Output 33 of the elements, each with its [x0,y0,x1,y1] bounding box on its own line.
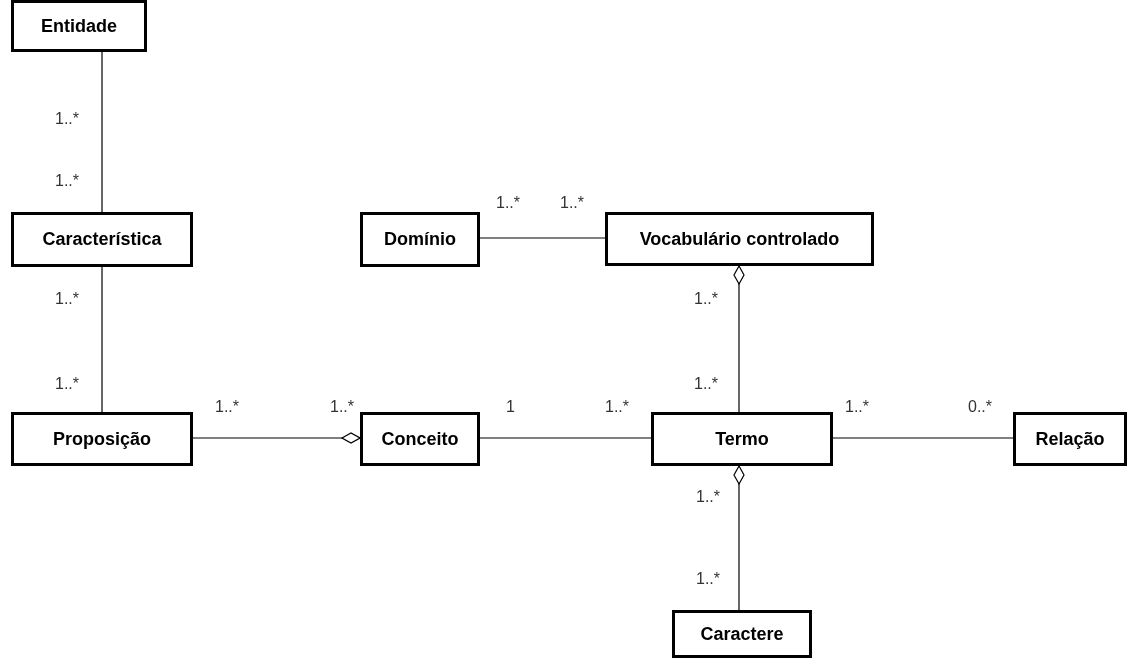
multiplicity-label: 1..* [560,194,584,212]
multiplicity-label: 1..* [55,110,79,128]
class-box: Proposição [11,412,193,466]
multiplicity-label: 1..* [55,290,79,308]
multiplicity-label: 1..* [605,398,629,416]
multiplicity-label: 1..* [55,172,79,190]
association-line [101,266,103,413]
multiplicity-label: 1..* [215,398,239,416]
aggregation-line [733,465,745,611]
class-box: Domínio [360,212,480,267]
multiplicity-label: 1..* [55,375,79,393]
class-box: Caractere [672,610,812,658]
multiplicity-label: 1..* [694,375,718,393]
multiplicity-label: 1..* [330,398,354,416]
class-box: Termo [651,412,833,466]
multiplicity-label: 1..* [496,194,520,212]
association-line [479,437,652,439]
multiplicity-label: 1..* [696,488,720,506]
multiplicity-label: 0..* [968,398,992,416]
class-box: Vocabulário controlado [605,212,874,266]
association-line [832,437,1014,439]
association-line [479,237,606,239]
class-box: Relação [1013,412,1127,466]
class-box: Característica [11,212,193,267]
aggregation-line [192,432,361,444]
multiplicity-label: 1..* [845,398,869,416]
multiplicity-label: 1 [506,398,515,416]
multiplicity-label: 1..* [696,570,720,588]
association-line [101,51,103,213]
aggregation-line [733,265,745,413]
class-box: Entidade [11,0,147,52]
class-box: Conceito [360,412,480,466]
multiplicity-label: 1..* [694,290,718,308]
